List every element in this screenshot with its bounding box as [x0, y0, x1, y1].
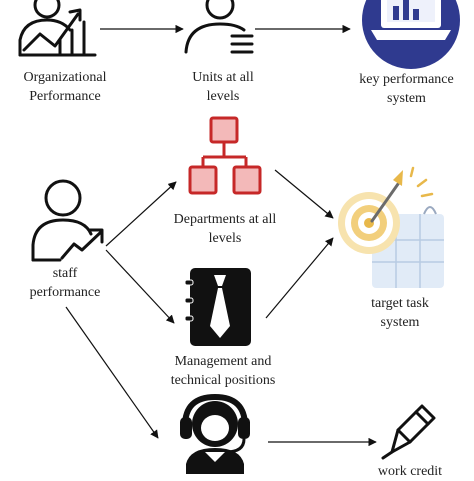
org-chart-icon	[188, 116, 262, 195]
arrow-staff-to-support	[65, 306, 159, 439]
headset-person-icon	[180, 393, 250, 474]
label-line: Units at all	[192, 70, 254, 85]
label-line: target task	[371, 296, 429, 311]
label-line: Management and	[174, 354, 272, 369]
chart-person-icon	[18, 0, 97, 57]
label-line: levels	[206, 89, 240, 104]
label-line: technical positions	[170, 373, 276, 388]
laptop-chart-icon	[362, 0, 460, 69]
label-line: system	[387, 91, 426, 106]
label-key-performance-system: key performance system	[339, 70, 474, 108]
arrow-management-to-target	[265, 237, 334, 319]
label-org-performance: Organizational Performance	[5, 68, 125, 106]
target-clipboard-icon	[338, 166, 444, 288]
label-departments-all-levels: Departments at all levels	[150, 210, 300, 248]
label-line: work credit	[377, 464, 443, 479]
label-line: levels	[208, 231, 242, 246]
label-line: key performance	[359, 72, 454, 87]
label-line: Departments at all	[173, 212, 277, 227]
pencil-icon	[381, 404, 436, 460]
label-target-task-system: target task system	[340, 294, 460, 332]
arrow-staff-to-departments	[105, 181, 177, 247]
label-line: staff	[52, 266, 78, 281]
label-line: system	[380, 315, 420, 330]
person-growth-icon	[31, 179, 104, 262]
label-management-technical: Management and technical positions	[143, 352, 303, 390]
tie-icon	[184, 268, 251, 346]
label-work-credit: work credit	[355, 462, 465, 481]
person-list-icon	[184, 0, 254, 54]
connectors	[65, 24, 377, 447]
label-units-all-levels: Units at all levels	[168, 68, 278, 106]
label-staff-performance: staff performance	[5, 264, 125, 302]
label-line: performance	[29, 285, 101, 300]
arrow-staff-to-management	[105, 249, 175, 324]
label-line: Organizational	[23, 70, 107, 85]
arrow-departments-to-target	[274, 169, 334, 219]
label-line: Performance	[29, 89, 101, 104]
